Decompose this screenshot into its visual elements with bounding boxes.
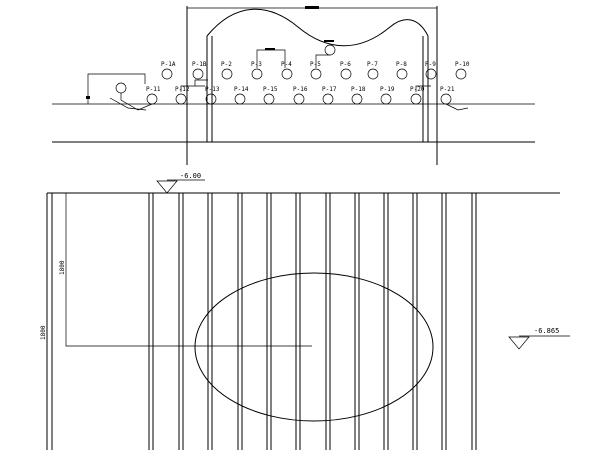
pile-circle bbox=[192, 68, 204, 80]
pile-circle bbox=[234, 93, 246, 105]
vertical-bars bbox=[46, 193, 477, 450]
elevation-label-top: -6.00 bbox=[180, 172, 201, 180]
dimension-label-outer: 1800 bbox=[40, 325, 47, 340]
valve-circle bbox=[324, 44, 336, 56]
upper-row-piles bbox=[161, 68, 467, 80]
pile-circle bbox=[340, 68, 352, 80]
pile-label: P-10 bbox=[455, 61, 470, 68]
pile-label: P-13 bbox=[205, 86, 220, 93]
pile-circle bbox=[251, 68, 263, 80]
pile-circle bbox=[367, 68, 379, 80]
pile-label: P-8 bbox=[396, 61, 407, 68]
left-pipe-bend bbox=[120, 93, 153, 111]
small-fitting bbox=[86, 96, 90, 99]
elevation-label-right: -6.865 bbox=[534, 327, 559, 335]
right-tail bbox=[445, 103, 469, 111]
pile-circle bbox=[175, 93, 187, 105]
pile-label: P-14 bbox=[234, 86, 249, 93]
top-dimension-tick bbox=[305, 6, 319, 9]
inner-dimension-bracket bbox=[65, 193, 312, 347]
pile-circle bbox=[293, 93, 305, 105]
pile-label: P-6 bbox=[340, 61, 351, 68]
pile-circle bbox=[310, 68, 322, 80]
pile-circle bbox=[351, 93, 363, 105]
pile-label: P-1B bbox=[192, 61, 207, 68]
pile-circle bbox=[455, 68, 467, 80]
pile-circle bbox=[281, 68, 293, 80]
pile-label: P-20 bbox=[410, 86, 425, 93]
pile-label: P-11 bbox=[146, 86, 161, 93]
center-tag bbox=[265, 48, 275, 50]
upper-elevation-view: P-1A P-1B P-2 P-3 P-4 P-5 P-6 P-7 P-8 P-… bbox=[52, 6, 535, 165]
valve-leader bbox=[315, 54, 330, 68]
pipe-details bbox=[86, 40, 469, 111]
wavy-top-outline bbox=[206, 8, 429, 47]
lower-row-labels: P-11 P-12 P-13 P-14 P-15 P-16 P-17 P-18 … bbox=[146, 86, 455, 93]
pile-circle bbox=[221, 68, 233, 80]
pile-label: P-17 bbox=[322, 86, 337, 93]
pile-label: P-4 bbox=[281, 61, 292, 68]
lower-row-piles bbox=[146, 93, 452, 105]
pile-label: P-2 bbox=[221, 61, 232, 68]
pile-circle bbox=[263, 93, 275, 105]
pile-label: P-3 bbox=[251, 61, 262, 68]
pile-circle bbox=[440, 93, 452, 105]
pile-circle bbox=[410, 93, 422, 105]
pile-circle bbox=[322, 93, 334, 105]
large-circle bbox=[194, 272, 434, 422]
pile-label: P-5 bbox=[310, 61, 321, 68]
pile-circle bbox=[146, 93, 158, 105]
mid-leader-2 bbox=[194, 79, 208, 86]
pile-label: P-21 bbox=[440, 86, 455, 93]
pile-circle bbox=[425, 68, 437, 80]
pile-label: P-12 bbox=[175, 86, 190, 93]
upper-row-labels: P-1A P-1B P-2 P-3 P-4 P-5 P-6 P-7 P-8 P-… bbox=[161, 61, 470, 68]
left-leader-line bbox=[87, 73, 146, 104]
pile-label: P-7 bbox=[367, 61, 378, 68]
right-leader bbox=[415, 85, 431, 92]
valve-tag bbox=[324, 40, 334, 42]
mid-leader-1 bbox=[180, 85, 205, 92]
pile-label: P-15 bbox=[263, 86, 278, 93]
pile-label: P-19 bbox=[380, 86, 395, 93]
lower-section-view: -6.00 bbox=[40, 172, 570, 450]
elevation-marker-top bbox=[156, 180, 178, 194]
pile-circle bbox=[205, 93, 217, 105]
pump-circle bbox=[115, 82, 127, 94]
elevation-marker-right bbox=[508, 336, 530, 350]
dimension-label-inner: 1800 bbox=[59, 260, 66, 275]
pile-circle bbox=[161, 68, 173, 80]
pile-circle bbox=[380, 93, 392, 105]
pile-label: P-1A bbox=[161, 61, 176, 68]
pile-circle bbox=[396, 68, 408, 80]
pile-label: P-16 bbox=[293, 86, 308, 93]
pile-label: P-9 bbox=[425, 61, 436, 68]
left-pipe-bend-2 bbox=[109, 97, 147, 111]
pile-label: P-18 bbox=[351, 86, 366, 93]
